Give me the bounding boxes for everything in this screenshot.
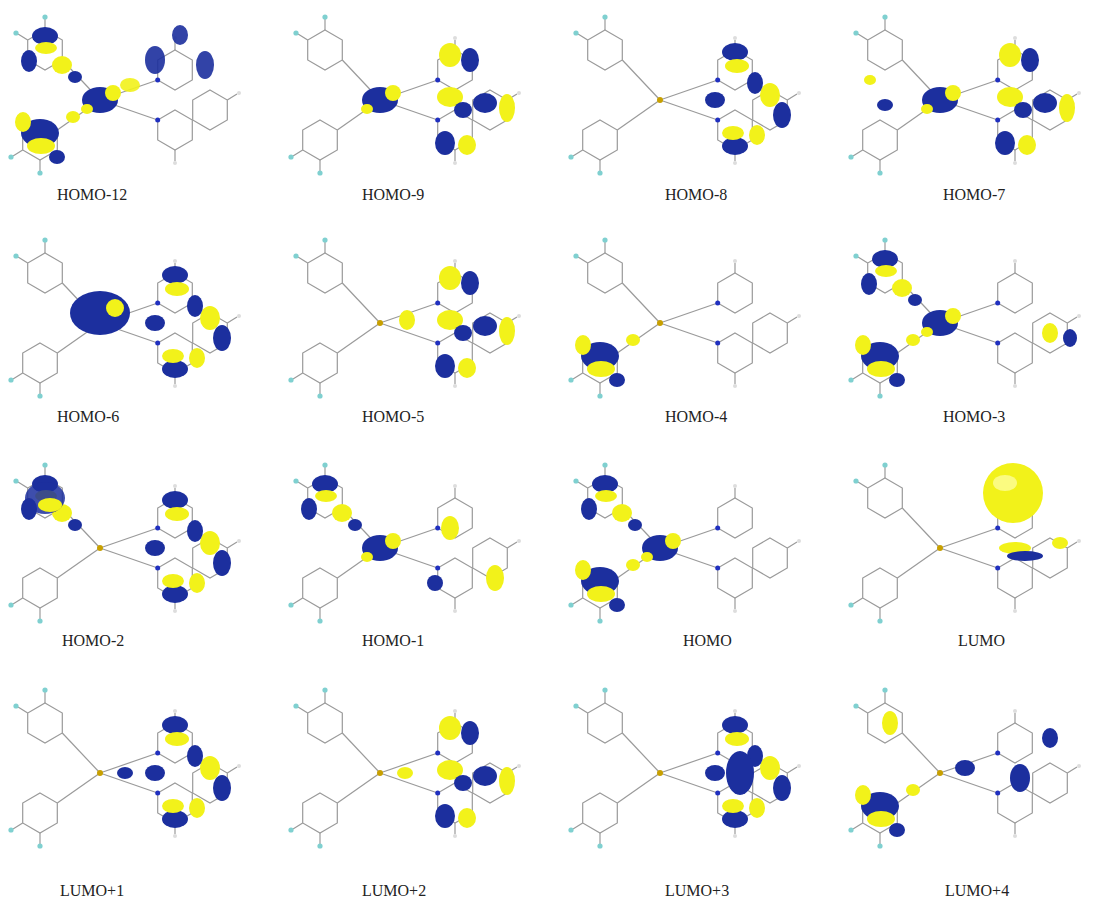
orbital-label: HOMO-7 [943, 186, 1005, 204]
orbital-label: HOMO-5 [362, 408, 424, 426]
orbital-label: HOMO-1 [362, 632, 424, 650]
orbital-label: HOMO-3 [943, 408, 1005, 426]
orbital-label: HOMO-2 [62, 632, 124, 650]
orbital-label: LUMO+2 [362, 882, 426, 900]
orbital-label: HOMO-8 [665, 186, 727, 204]
orbital-label: LUMO+3 [665, 882, 729, 900]
orbital-label: HOMO-6 [57, 408, 119, 426]
orbital-label: LUMO [958, 632, 1005, 650]
orbital-label: HOMO-4 [665, 408, 727, 426]
orbital-label: LUMO+1 [60, 882, 124, 900]
orbital-label: HOMO-12 [57, 186, 127, 204]
orbital-label: LUMO+4 [945, 882, 1009, 900]
orbital-label: HOMO [683, 632, 732, 650]
orbital-label: HOMO-9 [362, 186, 424, 204]
